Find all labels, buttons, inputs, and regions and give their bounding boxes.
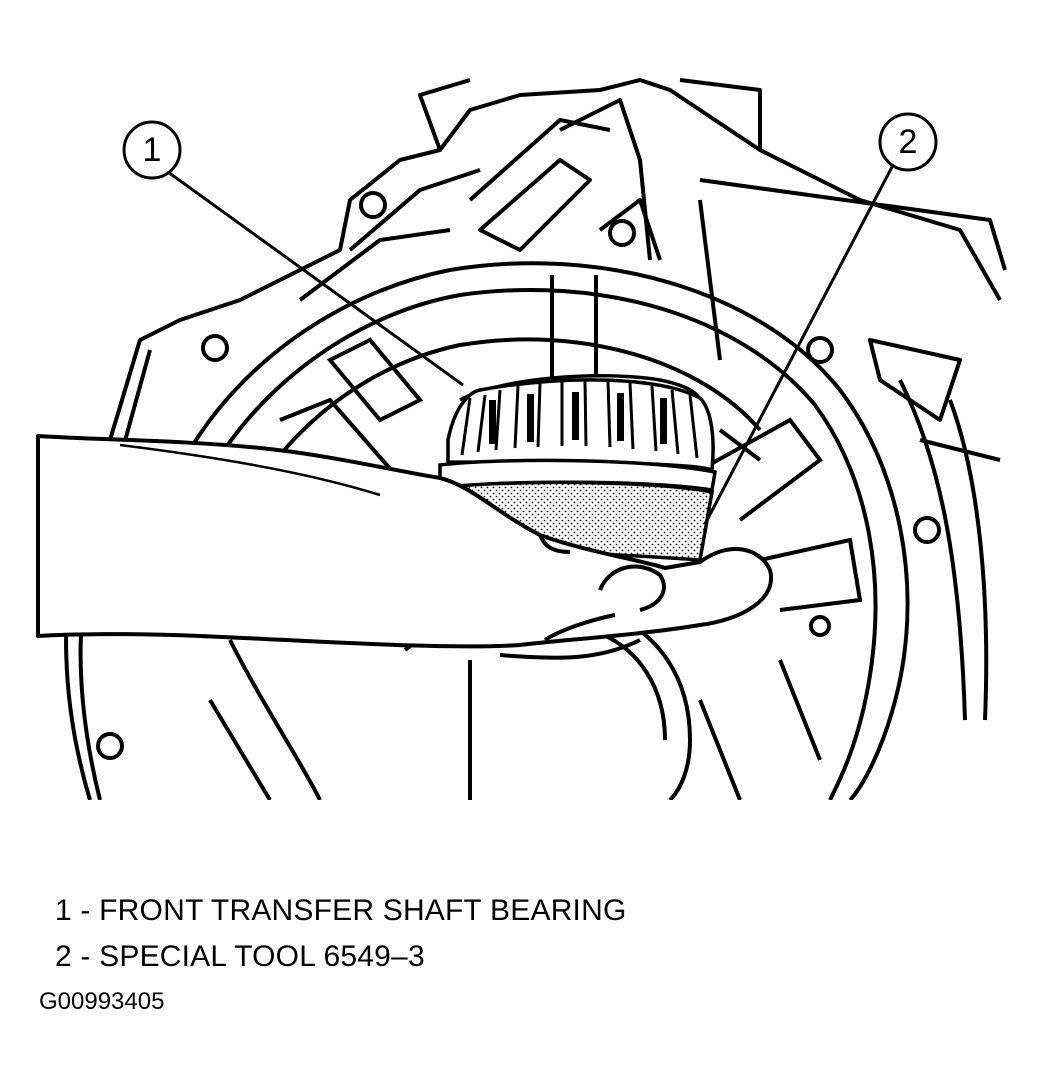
legend-item-separator: -: [71, 894, 100, 927]
figure-legend: 1 - FRONT TRANSFER SHAFT BEARING 2 - SPE…: [55, 888, 627, 980]
legend-item-separator: -: [71, 940, 100, 973]
bearing-installation-illustration: 1 2: [36, 78, 1007, 800]
legend-item-text: FRONT TRANSFER SHAFT BEARING: [99, 894, 627, 927]
legend-item: 1 - FRONT TRANSFER SHAFT BEARING: [55, 888, 627, 934]
front-transfer-shaft-bearing: [438, 374, 718, 493]
leader-lines: [167, 164, 895, 525]
callout-1-number: 1: [143, 131, 162, 169]
support-shaft: [550, 275, 598, 390]
legend-item: 2 - SPECIAL TOOL 6549–3: [55, 934, 627, 980]
legend-item-number: 1: [55, 894, 72, 927]
callout-1: 1: [122, 120, 182, 180]
callout-2-number: 2: [899, 123, 918, 161]
legend-item-text: SPECIAL TOOL 6549–3: [99, 940, 425, 973]
legend-item-number: 2: [55, 940, 72, 973]
technician-hand: [36, 434, 774, 660]
callout-1-leader: [167, 170, 464, 387]
callout-2: 2: [878, 112, 938, 172]
callout-2-leader: [703, 164, 895, 525]
figure-id: G00993405: [39, 988, 165, 1015]
